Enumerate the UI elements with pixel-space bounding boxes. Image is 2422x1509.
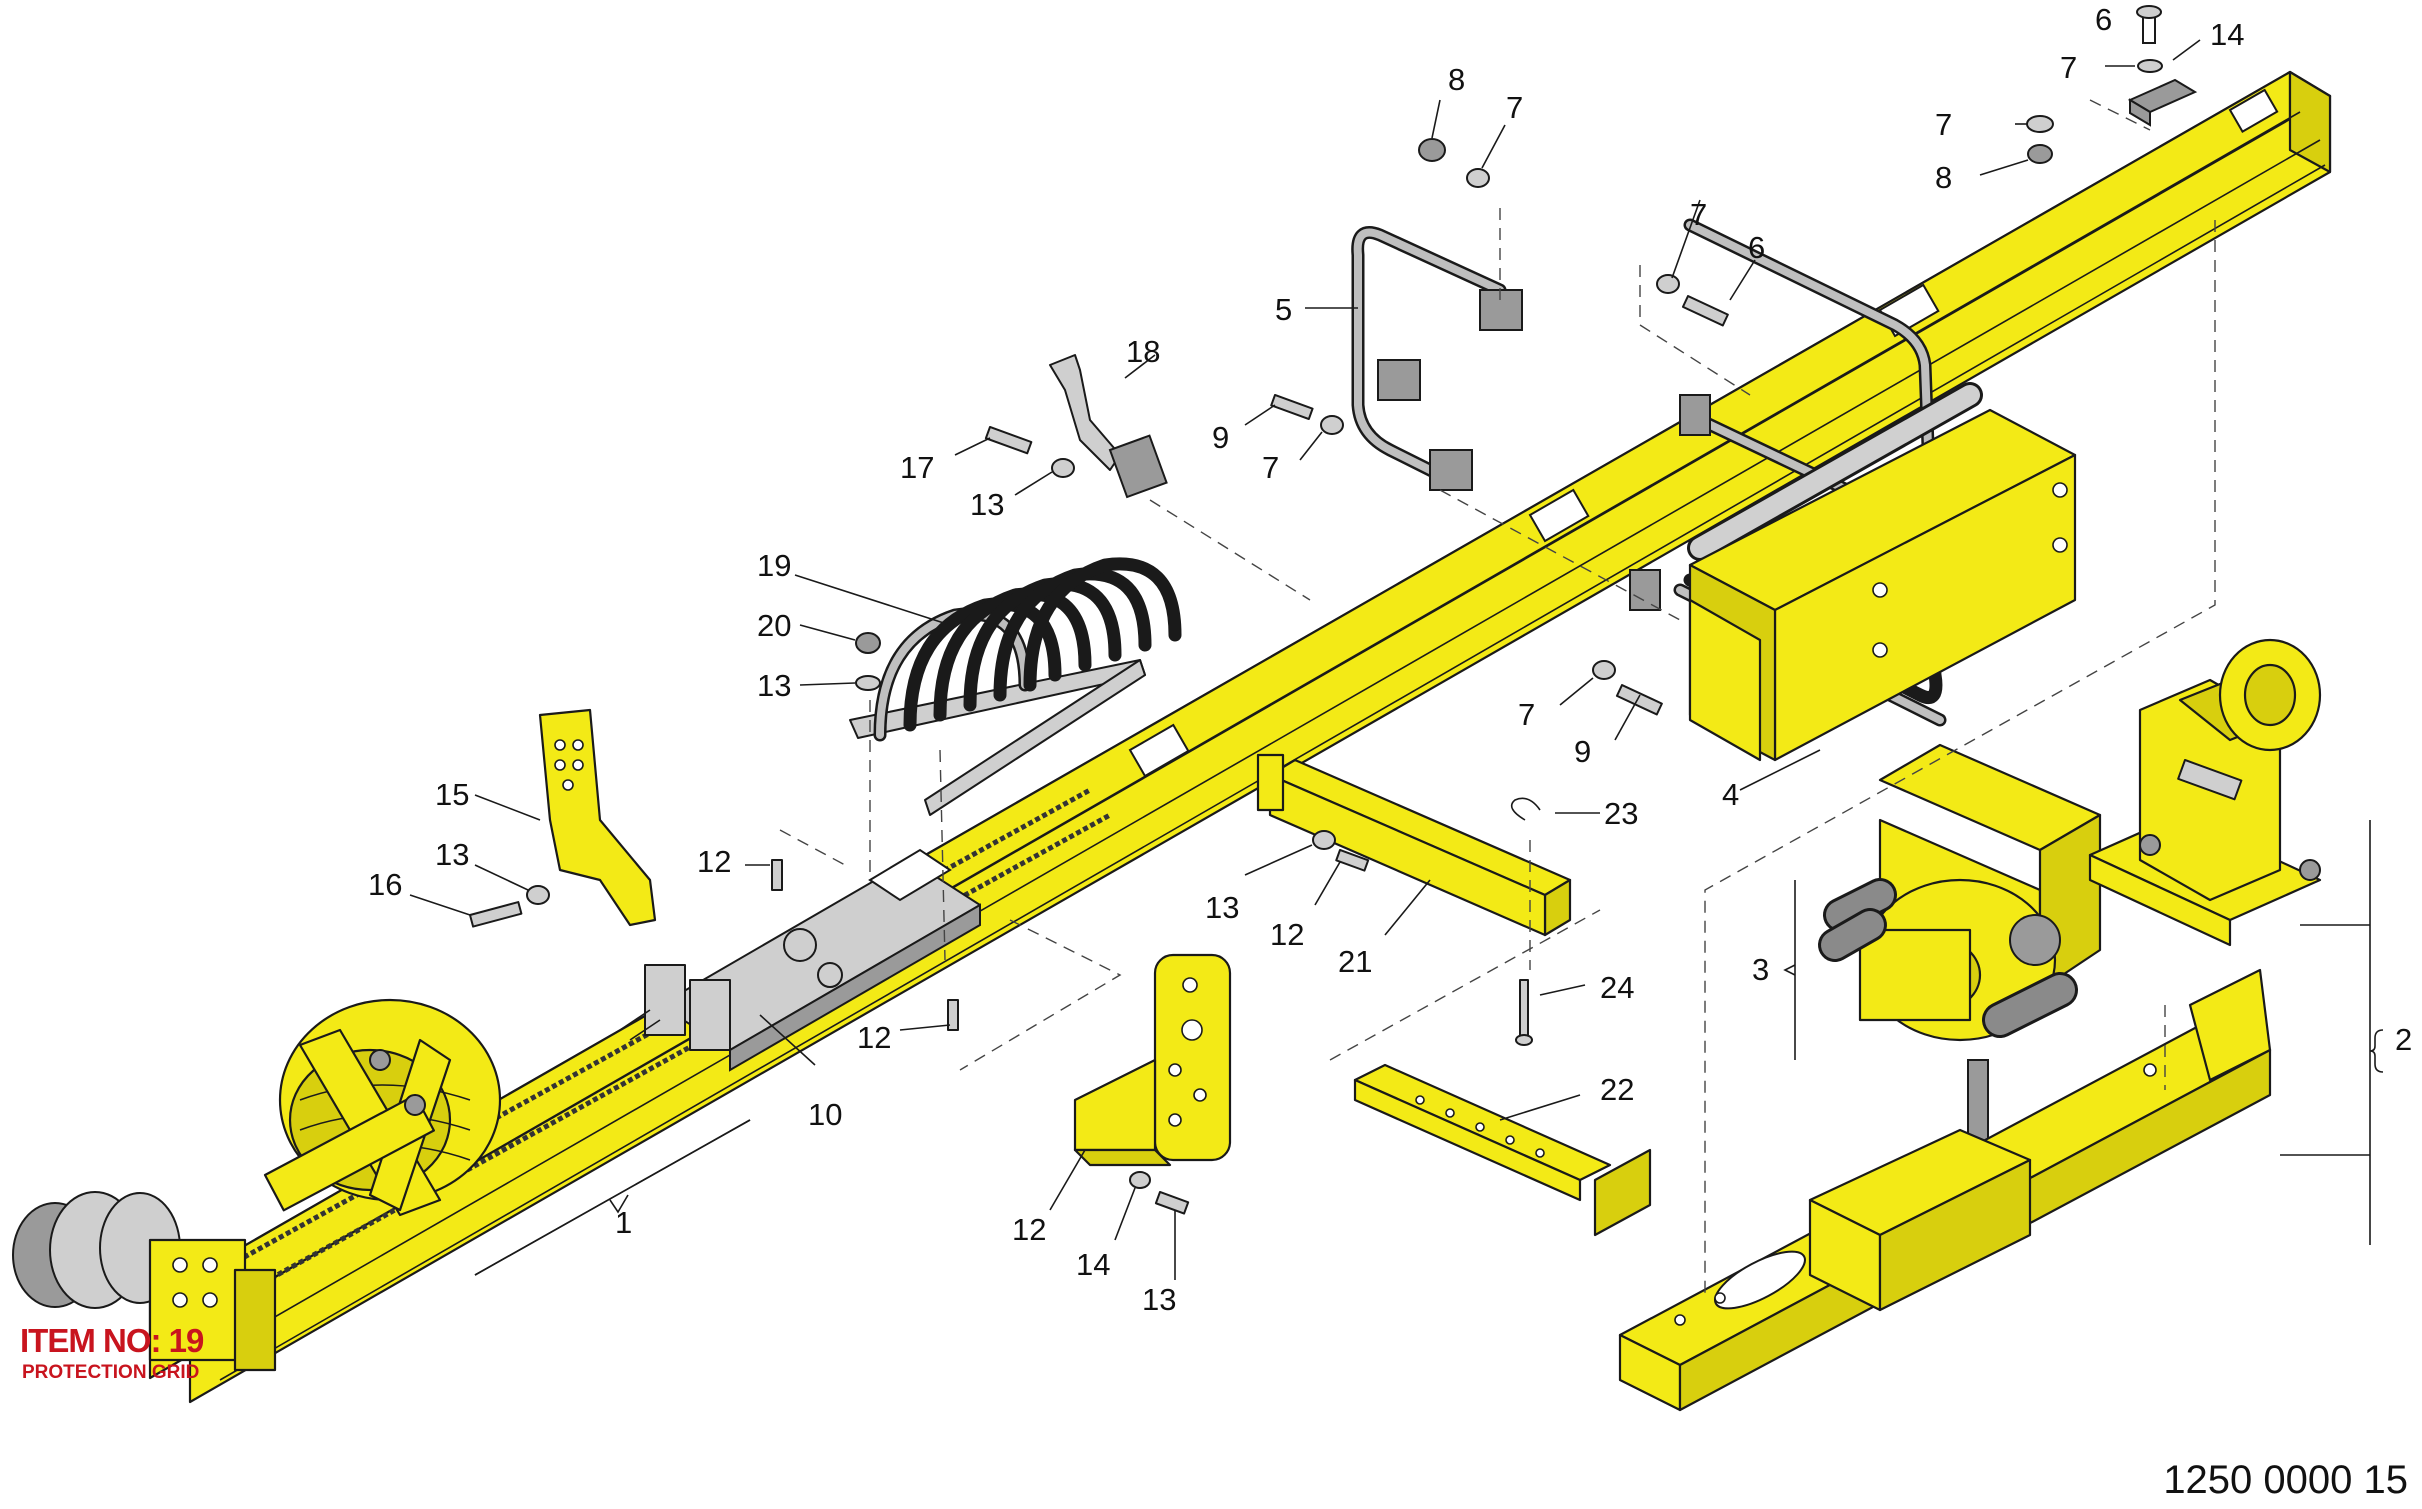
- item-description: PROTECTION GRID: [22, 1362, 200, 1383]
- callout-7: 7: [1262, 450, 1279, 485]
- lower-frame: [1618, 968, 2272, 1412]
- callout-14: 14: [2210, 17, 2244, 52]
- callout-8: 8: [1935, 160, 1952, 195]
- guard-loop-5: [1351, 226, 1523, 491]
- rotation-motor: [12, 1191, 277, 1372]
- callout-24: 24: [1600, 970, 1634, 1005]
- assembly-lines: [779, 99, 2216, 1300]
- motor-package-2: [2088, 638, 2322, 947]
- item-number-label: ITEM NO: 19: [20, 1322, 204, 1359]
- callout-7: 7: [1935, 107, 1952, 142]
- protection-grid: [849, 557, 1182, 816]
- hardware: [469, 5, 2198, 1215]
- callout-13: 13: [1205, 890, 1239, 925]
- callout-7: 7: [1506, 90, 1523, 125]
- callout-7: 7: [2060, 50, 2077, 85]
- callout-22: 22: [1600, 1072, 1634, 1107]
- callout-2: 2: [2395, 1022, 2412, 1057]
- callout-10: 10: [808, 1097, 842, 1132]
- callout-5: 5: [1275, 292, 1292, 327]
- bracket-18: [1049, 354, 1168, 499]
- cradle-slide: [619, 848, 981, 1072]
- callout-23: 23: [1604, 796, 1638, 831]
- callout-7: 7: [1518, 697, 1535, 732]
- callout-20: 20: [757, 608, 791, 643]
- guide-rod: [1687, 382, 1983, 561]
- bracket-12: [1073, 953, 1232, 1167]
- callout-6: 6: [1748, 230, 1765, 265]
- callout-9: 9: [1212, 420, 1229, 455]
- callout-18: 18: [1126, 334, 1160, 369]
- rotation-assembly-3: [1818, 743, 2102, 1171]
- bracket-15: [538, 708, 657, 927]
- callouts: 6 14 7 7 8 8 7 5 18 7 6 9 7 17 13 19 20 …: [368, 2, 2412, 1317]
- callout-13: 13: [1142, 1282, 1176, 1317]
- drawing-code: 1250 0000 15: [2163, 1458, 2408, 1502]
- callout-12: 12: [1012, 1212, 1046, 1247]
- callout-19: 19: [757, 548, 791, 583]
- callout-4: 4: [1722, 777, 1739, 812]
- arm-21: [1256, 753, 1572, 937]
- callout-1: 1: [615, 1205, 632, 1240]
- callout-13: 13: [757, 668, 791, 703]
- group-brackets: [474, 1029, 2384, 1276]
- callout-13: 13: [435, 837, 469, 872]
- callout-12: 12: [857, 1020, 891, 1055]
- callout-13: 13: [970, 487, 1004, 522]
- callout-14: 14: [1076, 1247, 1110, 1282]
- hose-drum-unit: [263, 998, 502, 1217]
- callout-12: 12: [1270, 917, 1304, 952]
- callout-3: 3: [1752, 952, 1769, 987]
- callout-21: 21: [1338, 944, 1372, 979]
- callout-16: 16: [368, 867, 402, 902]
- callout-12: 12: [697, 844, 731, 879]
- housing-box-4: [1688, 408, 2077, 762]
- callout-8: 8: [1448, 62, 1465, 97]
- callout-15: 15: [435, 777, 469, 812]
- callout-17: 17: [900, 450, 934, 485]
- callout-6: 6: [2095, 2, 2112, 37]
- bar-22: [1353, 1063, 1652, 1237]
- callout-7: 7: [1690, 197, 1707, 232]
- callout-9: 9: [1574, 734, 1591, 769]
